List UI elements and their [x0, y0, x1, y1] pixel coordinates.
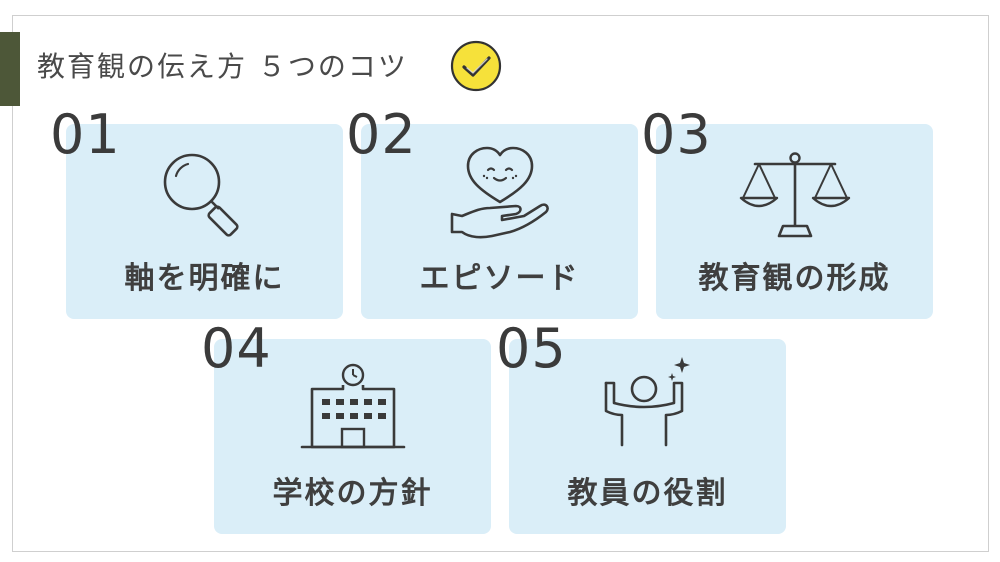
tip-label: 学校の方針: [272, 476, 433, 511]
tip-card-2: エピソード: [361, 124, 638, 319]
accent-bar: [0, 32, 20, 106]
tip-label: 教員の役割: [567, 476, 728, 511]
tip-number: 02: [346, 103, 417, 166]
heart-in-hand-icon: [450, 146, 549, 239]
check-badge-icon: [450, 40, 502, 92]
tip-card-1: 軸を明確に: [66, 124, 343, 319]
tip-number: 01: [50, 103, 121, 166]
balance-scale-icon: [739, 152, 850, 238]
strong-person-icon: [604, 357, 690, 447]
tip-card-5: 教員の役割: [509, 339, 786, 534]
tip-card-3: 教育観の形成: [656, 124, 933, 319]
magnifier-icon: [163, 153, 239, 237]
tip-number: 03: [641, 103, 712, 166]
school-building-icon: [300, 363, 405, 449]
tip-label: エピソード: [419, 261, 580, 296]
tip-label: 教育観の形成: [698, 261, 891, 296]
tip-number: 04: [201, 317, 272, 380]
tip-card-4: 学校の方針: [214, 339, 491, 534]
slide-title: 教育観の伝え方 ５つのコツ: [37, 50, 408, 83]
tip-label: 軸を明確に: [124, 261, 285, 296]
tip-number: 05: [496, 317, 567, 380]
